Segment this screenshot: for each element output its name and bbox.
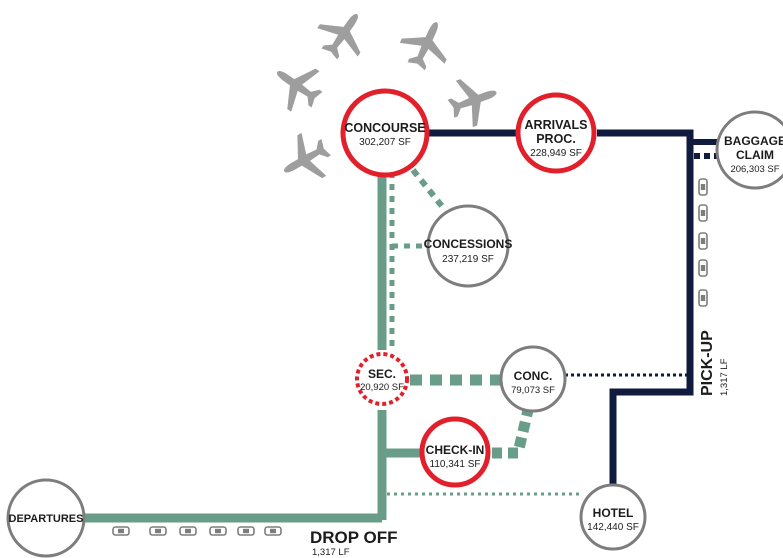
node-arrivals: ARRIVALS PROC. 228,949 SF: [515, 92, 597, 174]
arrivals-flow: [428, 129, 717, 492]
node-security: SEC. 20,920 SF: [355, 352, 409, 406]
arrivals-name-line2: PROC.: [536, 132, 576, 146]
hotel-name: HOTEL: [593, 506, 634, 520]
conc-area: 79,073 SF: [511, 385, 555, 396]
departures-flow: [85, 168, 583, 523]
car-icon: [264, 526, 282, 536]
pickup-length: 1,317 LF: [719, 358, 730, 396]
concourse-name: CONCOURSE: [344, 121, 425, 135]
dropoff-label: DROP OFF 1,317 LF: [310, 528, 398, 558]
car-icon: [237, 526, 255, 536]
baggage-area: 206,303 SF: [730, 164, 779, 175]
dropoff-cars: [112, 526, 282, 536]
checkin-conc-dashed: [492, 408, 534, 459]
node-concourse: CONCOURSE 302,207 SF: [340, 88, 430, 178]
concourse-area: 302,207 SF: [359, 137, 411, 148]
node-departures: DEPARTURES: [6, 478, 86, 558]
pickup-cars: [698, 178, 708, 307]
node-baggage-claim: BAGGAGE CLAIM 206,303 SF: [715, 110, 783, 190]
dropoff-title: DROP OFF: [310, 528, 398, 547]
baggage-name-line1: BAGGAGE: [724, 134, 783, 148]
baggage-name-line2: CLAIM: [736, 148, 774, 162]
airplane-icon: [263, 51, 332, 120]
checkin-area: 110,341 SF: [430, 459, 481, 470]
dropoff-length: 1,317 LF: [312, 547, 350, 558]
car-icon: [149, 526, 167, 536]
car-icon: [698, 204, 708, 222]
airplane-icon: [309, 0, 378, 69]
security-name: SEC.: [368, 367, 396, 381]
car-icon: [698, 178, 708, 196]
arrivals-area: 228,949 SF: [530, 148, 582, 159]
car-icon: [698, 232, 708, 250]
airplane-icon: [393, 11, 460, 77]
car-icon: [112, 526, 130, 536]
concessions-name: CONCESSIONS: [424, 237, 513, 251]
airplane-icon: [442, 68, 505, 132]
car-icon: [698, 259, 708, 277]
pickup-title: PICK-UP: [699, 330, 716, 396]
car-icon: [698, 289, 708, 307]
security-area: 20,920 SF: [360, 382, 404, 393]
concourse-concessions-dotted: [410, 168, 448, 212]
car-icon: [179, 526, 197, 536]
conc-name: CONC.: [514, 369, 553, 383]
car-icon: [209, 526, 227, 536]
hotel-area: 142,440 SF: [587, 522, 639, 533]
pickup-label: PICK-UP 1,317 LF: [699, 330, 730, 396]
arrivals-name-line1: ARRIVALS: [525, 118, 588, 132]
node-concessions: CONCESSIONS 237,219 SF: [424, 204, 513, 288]
node-conc: CONC. 79,073 SF: [499, 345, 567, 413]
airplane-icon: [271, 125, 339, 193]
departures-name: DEPARTURES: [9, 513, 84, 525]
node-hotel: HOTEL 142,440 SF: [579, 483, 647, 551]
pickup-link: [597, 129, 694, 492]
concessions-area: 237,219 SF: [442, 254, 494, 265]
checkin-name: CHECK-IN: [426, 443, 485, 457]
node-checkin: CHECK-IN 110,341 SF: [419, 416, 491, 488]
